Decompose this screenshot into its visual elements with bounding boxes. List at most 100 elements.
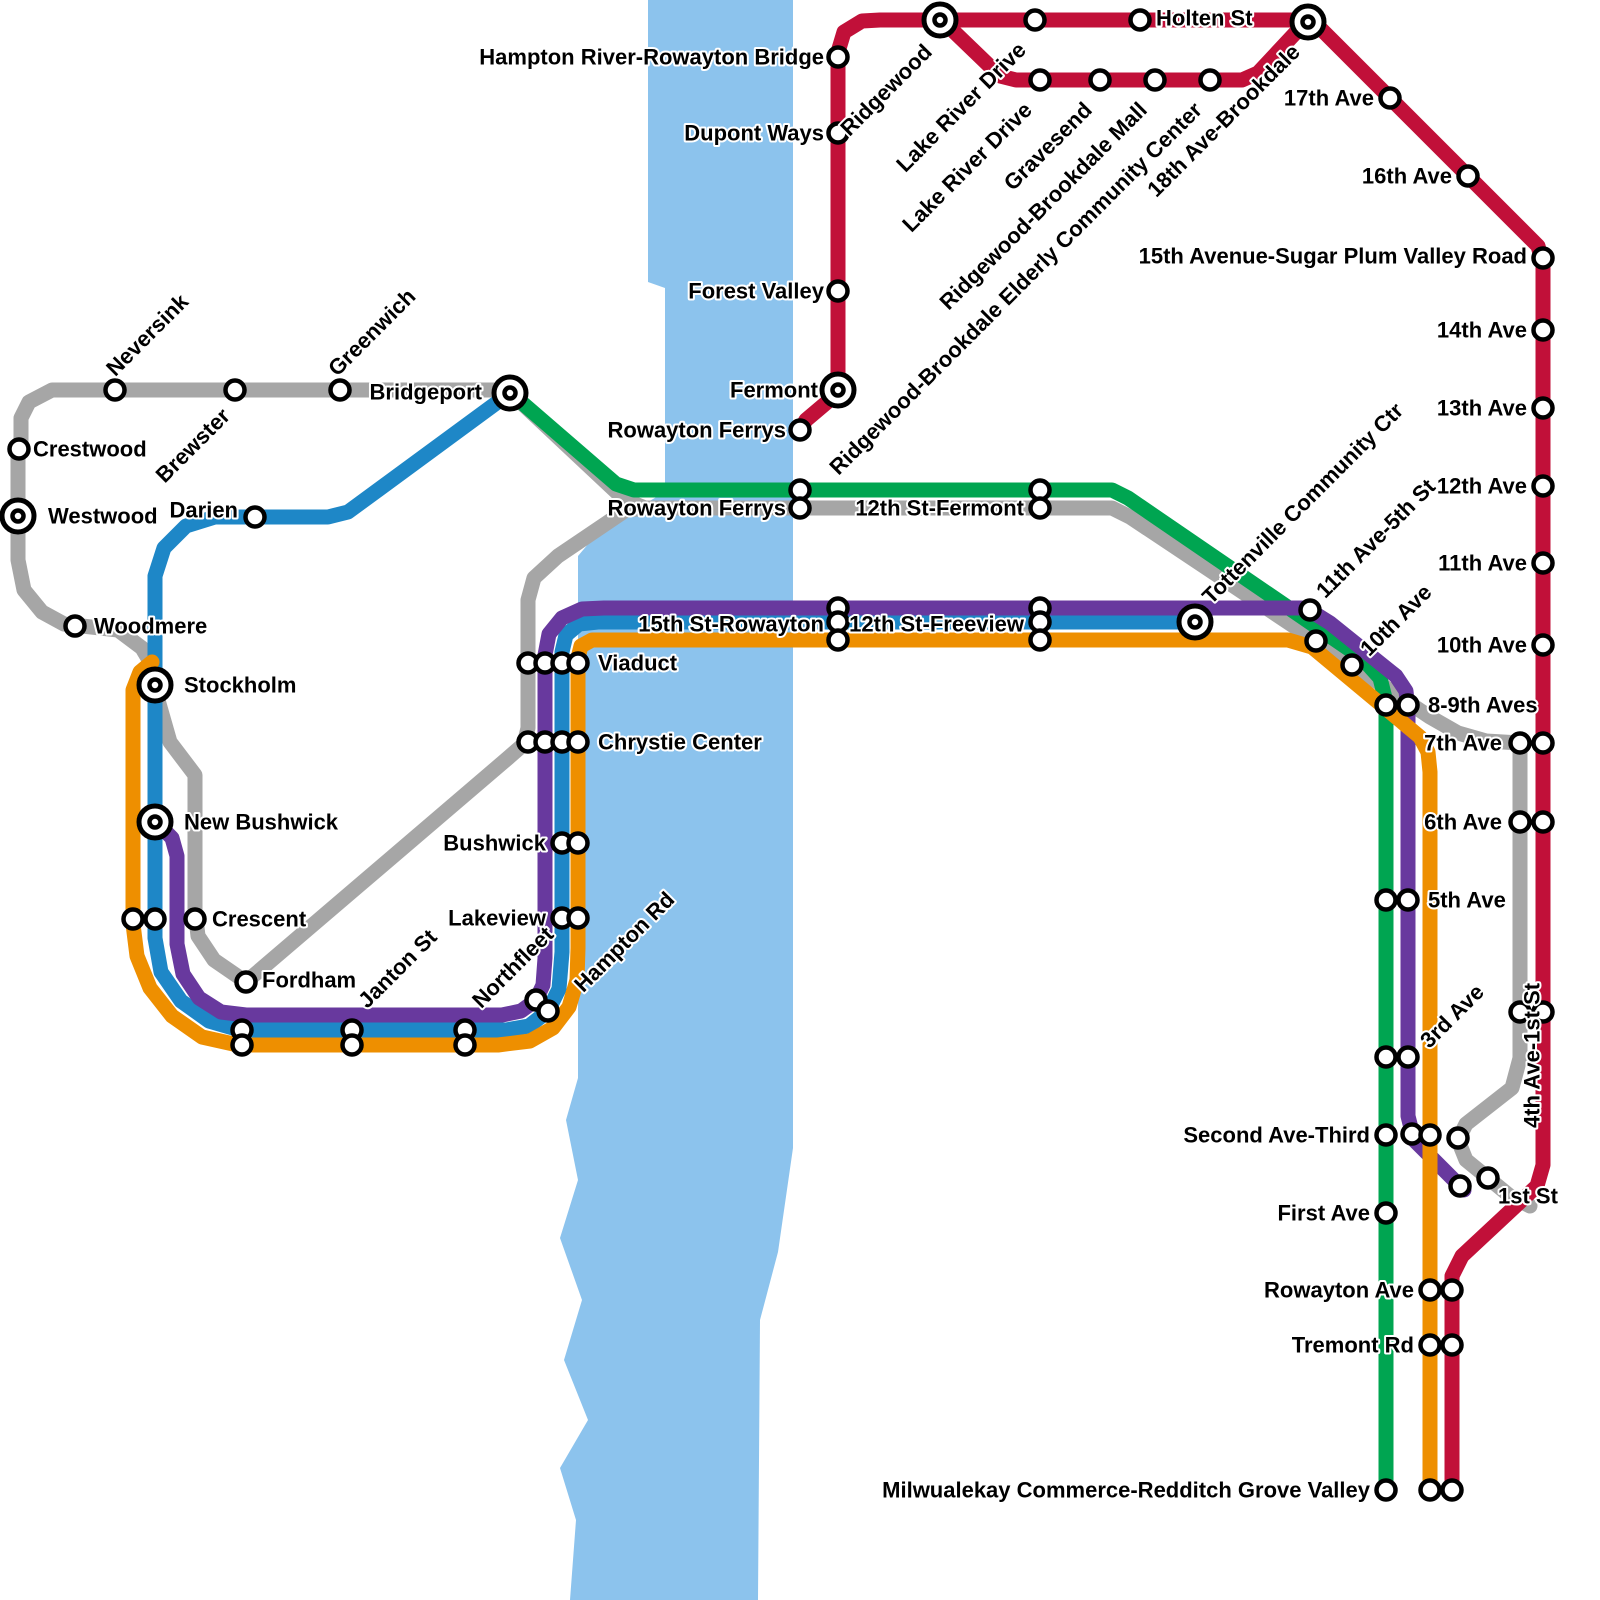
- label-layer: CrestwoodWestwoodNeversinkBrewsterGreenw…: [31, 4, 1561, 1505]
- station-label-14th-ave: 14th Ave: [1437, 318, 1527, 343]
- station-marker-inner-new-bushwick: [147, 814, 163, 830]
- station-marker-5th-ave: [1374, 888, 1398, 912]
- station-label-darien: Darien: [170, 498, 238, 523]
- river-shape: [560, 0, 793, 1600]
- line-red-path-2: [938, 16, 1308, 88]
- station-marker-chrystie-center: [566, 730, 590, 754]
- station-marker-4th-ave-1st-st: [1508, 1000, 1532, 1024]
- station-label-tremont-rd: Tremont Rd: [1292, 1333, 1414, 1358]
- station-label-forest-valley: Forest Valley: [688, 279, 825, 304]
- station-label-10th-ave: 10th Ave: [1437, 633, 1527, 658]
- station-marker-second-ave-third: [1446, 1126, 1470, 1150]
- station-marker-10th-ave: [1340, 653, 1364, 677]
- station-label-4th-ave-1st-st: 4th Ave-1st St: [1520, 982, 1545, 1128]
- station-marker-inner-ridgewood: [932, 12, 948, 28]
- station-label-first-ave: First Ave: [1277, 1201, 1370, 1226]
- station-label-ridgewood-brookdale-mall: Ridgewood-Brookdale Mall: [935, 97, 1152, 314]
- station-marker-first-ave: [1374, 1201, 1398, 1225]
- station-marker-second-ave-third: [1374, 1123, 1398, 1147]
- station-marker-inner-18th-ave-brookdale: [1300, 14, 1316, 30]
- station-marker-janton-st: [340, 1033, 364, 1057]
- station-label-milwualekay-commerce-redditch-grove-valley: Milwualekay Commerce-Redditch Grove Vall…: [882, 1478, 1371, 1503]
- station-marker-crescent: [143, 907, 167, 931]
- station-label-rowayton-ave: Rowayton Ave: [1264, 1278, 1414, 1303]
- station-marker-rowayton-ferrys: [788, 418, 812, 442]
- line-green-path-1: [502, 385, 1394, 1498]
- station-layer: [0, 1, 1555, 1502]
- station-marker-ridgewood-brookdale-mall: [1143, 68, 1167, 92]
- station-marker-hampton-rd: [536, 999, 560, 1023]
- station-label-stockholm: Stockholm: [184, 673, 296, 698]
- station-label-bridgeport: Bridgeport: [370, 380, 483, 405]
- station-marker-milwualekay-commerce-redditch-grove-valley: [1418, 1478, 1442, 1502]
- station-label-13th-ave: 13th Ave: [1437, 396, 1527, 421]
- station-label-11th-ave: 11th Ave: [1438, 551, 1527, 576]
- station-marker-lake-river-drive: [1028, 68, 1052, 92]
- station-marker-crescent: [121, 907, 145, 931]
- station-marker-holten-st: [1128, 8, 1152, 32]
- station-marker-11th-ave: [1531, 551, 1555, 575]
- station-marker-6th-ave: [1531, 810, 1555, 834]
- station-marker-10th-ave: [1531, 633, 1555, 657]
- river-layer: [560, 0, 793, 1600]
- station-label-viaduct: Viaduct: [598, 651, 678, 676]
- station-label-dupont-ways: Dupont Ways: [684, 121, 824, 146]
- station-marker-northfleet: [453, 1033, 477, 1057]
- station-marker-rowayton-ave: [1418, 1278, 1442, 1302]
- station-marker-greenwich: [328, 378, 352, 402]
- station-marker-tremont-rd: [1418, 1333, 1442, 1357]
- station-marker-5th-ave: [1396, 888, 1420, 912]
- station-marker-6th-ave: [1508, 810, 1532, 834]
- station-label-bushwick: Bushwick: [443, 831, 546, 856]
- station-marker-15th-avenue-sugar-plum-valley-road: [1531, 246, 1555, 270]
- station-label-brewster: Brewster: [151, 403, 236, 488]
- station-label-rowayton-ferrys: Rowayton Ferrys: [608, 418, 787, 443]
- station-marker-8-9th-aves: [1396, 693, 1420, 717]
- station-label-16th-ave: 16th Ave: [1362, 164, 1452, 189]
- station-marker-crestwood: [7, 437, 31, 461]
- station-marker-12th-st-freeview: [1028, 628, 1052, 652]
- station-marker-inner-stockholm: [147, 677, 163, 693]
- station-label-1st-st: 1st St: [1498, 1184, 1559, 1209]
- station-label-tottenville-community-ctr: Tottenville Community Ctr: [1197, 398, 1408, 609]
- station-marker-viaduct: [566, 651, 590, 675]
- station-marker-13th-ave: [1531, 396, 1555, 420]
- station-marker-gravesend: [1088, 68, 1112, 92]
- station-marker-3rd-ave: [1396, 1045, 1420, 1069]
- line-blue-path-1: [147, 385, 1203, 1038]
- station-marker-lake-river-drive: [1023, 8, 1047, 32]
- station-marker-darien: [243, 505, 267, 529]
- station-marker-fordham: [230, 1033, 254, 1057]
- station-marker-milwualekay-commerce-redditch-grove-valley: [1440, 1478, 1464, 1502]
- station-marker-inner-bridgeport: [502, 385, 518, 401]
- station-marker-milwualekay-commerce-redditch-grove-valley: [1374, 1478, 1398, 1502]
- station-label-12th-st-freeview: 12th St-Freeview: [849, 612, 1025, 637]
- station-marker-7th-ave: [1531, 731, 1555, 755]
- station-label-15th-st-rowayton: 15th St-Rowayton: [638, 612, 824, 637]
- station-marker-3rd-ave: [1374, 1045, 1398, 1069]
- station-label-fordham: Fordham: [262, 968, 356, 993]
- station-marker-dupont-ways: [826, 121, 850, 145]
- station-marker-11th-ave-5th-st: [1298, 598, 1322, 622]
- station-label-8-9th-aves: 8-9th Aves: [1428, 693, 1538, 718]
- station-marker-fordham: [234, 970, 258, 994]
- station-label-greenwich: Greenwich: [323, 284, 420, 381]
- station-marker-bushwick: [566, 831, 590, 855]
- station-marker-1st-st: [1448, 1174, 1472, 1198]
- station-label-7th-ave: 7th Ave: [1424, 731, 1502, 756]
- station-marker-brewster: [223, 378, 247, 402]
- station-marker-crescent: [183, 907, 207, 931]
- station-marker-hampton-river-rowayton-bridge: [826, 45, 850, 69]
- station-label-lakeview: Lakeview: [448, 906, 547, 931]
- station-label-neversink: Neversink: [101, 288, 194, 381]
- station-label-12th-ave: 12th Ave: [1437, 474, 1527, 499]
- station-label-second-ave-third: Second Ave-Third: [1183, 1123, 1370, 1148]
- station-label-rowayton-ferrys: Rowayton Ferrys: [608, 496, 787, 521]
- station-label-chrystie-center: Chrystie Center: [598, 730, 762, 755]
- station-label-15th-avenue-sugar-plum-valley-road: 15th Avenue-Sugar Plum Valley Road: [1139, 244, 1527, 269]
- station-label-crestwood: Crestwood: [33, 437, 147, 462]
- station-marker-11th-ave-5th-st: [1304, 629, 1328, 653]
- station-label-ridgewood-brookdale-elderly-community-center: Ridgewood-Brookdale Elderly Community Ce…: [824, 97, 1207, 480]
